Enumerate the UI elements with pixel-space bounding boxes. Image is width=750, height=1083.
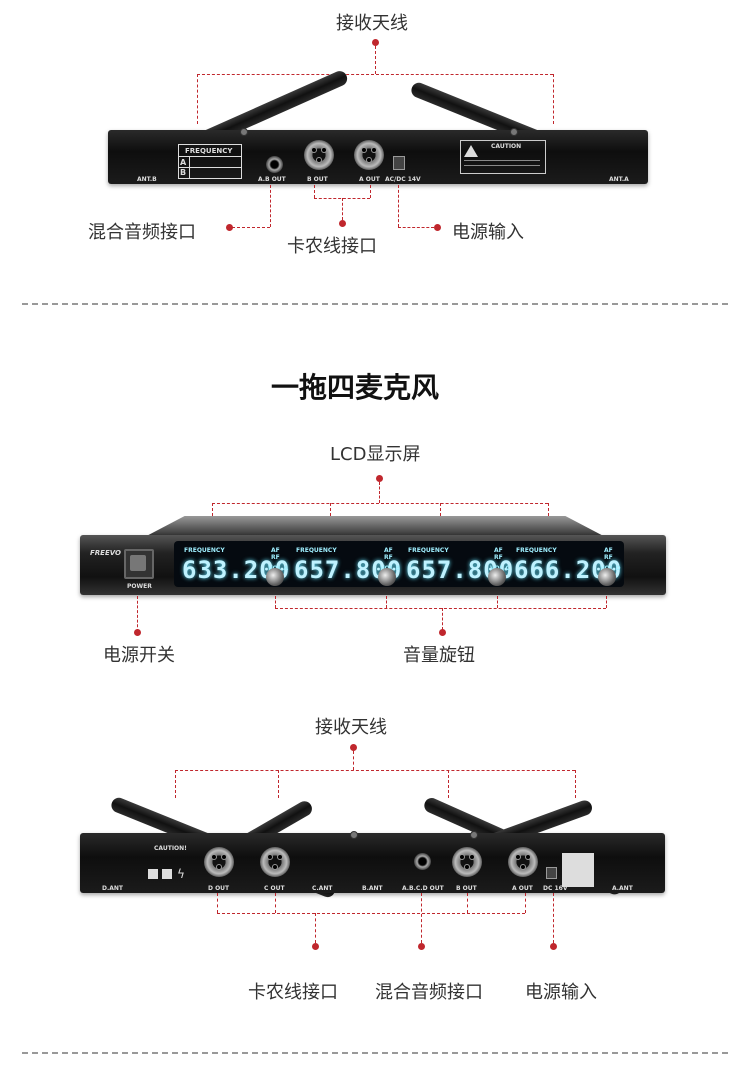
power-switch-label: 电源开关 — [103, 645, 175, 666]
lcd-display: FREQUENCY 633.200 AF RF VOL A FREQUENCY … — [174, 541, 624, 587]
mixed-audio-label-2: 混合音频接口 — [375, 982, 483, 1003]
product-title: 一拖四麦克风 — [271, 371, 440, 404]
lcd-label: LCD显示屏 — [330, 444, 421, 465]
xlr-d-out — [204, 847, 234, 877]
mixed-audio-label: 混合音频接口 — [88, 222, 196, 243]
callout-dot — [339, 220, 346, 227]
callout-dot — [376, 475, 383, 482]
xlr-c-out — [260, 847, 290, 877]
xlr-label: 卡农线接口 — [287, 236, 377, 257]
volume-knob-label: 音量旋钮 — [403, 645, 475, 666]
rear-panel-4ch: CAUTION! ϟ D.ANT D OUT C OUT C.ANT B.ANT… — [80, 831, 665, 893]
frequency-table: FREQUENCY A B — [178, 144, 242, 179]
xlr-a-out-2 — [508, 847, 538, 877]
caution-label: CAUTION — [460, 140, 546, 174]
ant-b-label: ANT.B — [137, 176, 157, 183]
dc-jack — [393, 156, 405, 170]
power-input-label-2: 电源输入 — [525, 982, 597, 1003]
mixed-audio-jack — [266, 156, 283, 173]
callout-dot — [372, 39, 379, 46]
front-panel-4ch: FREEVO POWER FREQUENCY 633.200 AF RF VOL… — [80, 535, 666, 595]
dc-jack-2 — [546, 867, 557, 879]
warning-label: CAUTION! ϟ — [146, 845, 190, 881]
acdc-label: AC/DC 14V — [385, 176, 421, 183]
volume-knob-b[interactable] — [378, 568, 396, 586]
volume-knob-d[interactable] — [598, 568, 616, 586]
ab-out-label: A.B OUT — [258, 176, 286, 183]
section-divider-bottom — [22, 1052, 728, 1054]
callout-dot — [312, 943, 319, 950]
xlr-a-out — [354, 140, 384, 170]
callout-dot — [550, 943, 557, 950]
callout-dot — [434, 224, 441, 231]
power-switch[interactable] — [124, 549, 154, 579]
frequency-sticker — [562, 853, 594, 887]
volume-knob-a[interactable] — [266, 568, 284, 586]
callout-dot — [226, 224, 233, 231]
callout-dot — [350, 744, 357, 751]
antenna-label-2: 接收天线 — [315, 717, 387, 738]
xlr-label-2: 卡农线接口 — [248, 982, 338, 1003]
b-out-label: B OUT — [307, 176, 328, 183]
a-out-label: A OUT — [359, 176, 380, 183]
xlr-b-out-2 — [452, 847, 482, 877]
section-divider — [22, 303, 728, 305]
callout-dot — [439, 629, 446, 636]
antenna-label: 接收天线 — [336, 13, 408, 34]
mixed-audio-jack-2 — [414, 853, 431, 870]
brand-logo: FREEVO — [90, 549, 121, 557]
power-input-label: 电源输入 — [452, 222, 524, 243]
rear-panel-2ch: FREQUENCY A B CAUTION ANT.B A.B OUT B OU… — [108, 128, 648, 184]
ant-a-label: ANT.A — [609, 176, 629, 183]
callout-dot — [134, 629, 141, 636]
power-switch-caption: POWER — [127, 583, 152, 590]
callout-dot — [418, 943, 425, 950]
xlr-b-out — [304, 140, 334, 170]
volume-knob-c[interactable] — [488, 568, 506, 586]
